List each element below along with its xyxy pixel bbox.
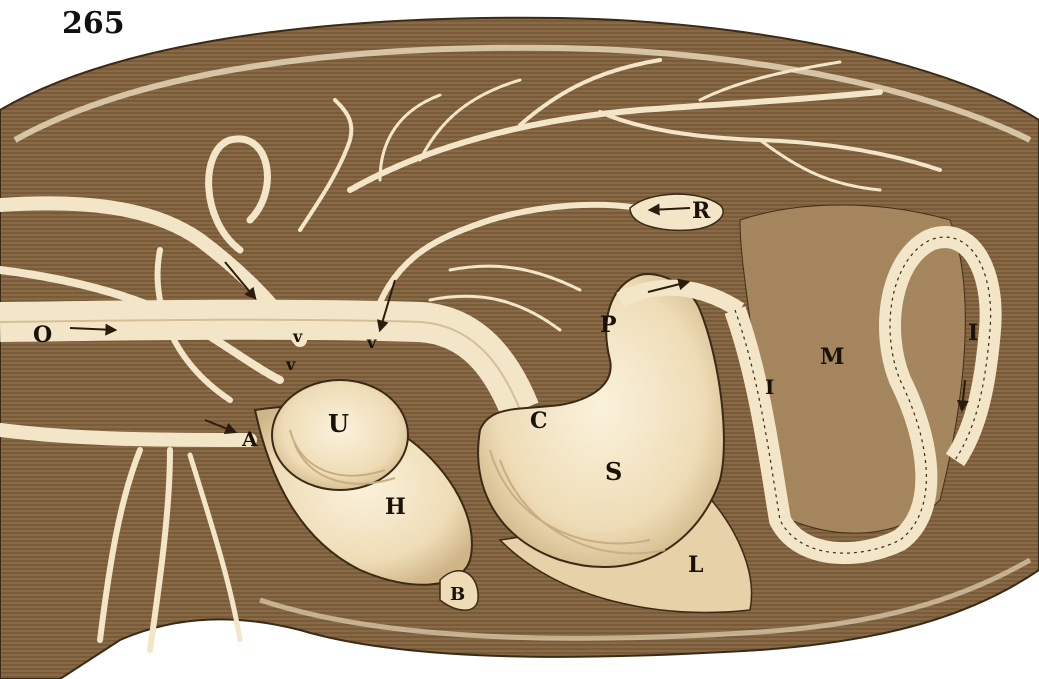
label-O: O — [33, 322, 52, 348]
label-I-left: I — [765, 375, 774, 399]
label-U: U — [328, 409, 349, 438]
label-B: B — [450, 584, 465, 605]
label-P: P — [600, 312, 617, 338]
label-L: L — [688, 552, 703, 578]
label-R: R — [692, 198, 711, 224]
label-C: C — [530, 408, 548, 434]
label-v1: v — [292, 327, 303, 346]
label-I-right: I — [968, 320, 978, 346]
label-A: A — [241, 427, 258, 451]
label-S: S — [605, 457, 622, 486]
label-v2: v — [366, 333, 377, 352]
label-v3: v — [285, 355, 296, 374]
label-H: H — [385, 494, 406, 520]
label-M: M — [820, 344, 844, 370]
